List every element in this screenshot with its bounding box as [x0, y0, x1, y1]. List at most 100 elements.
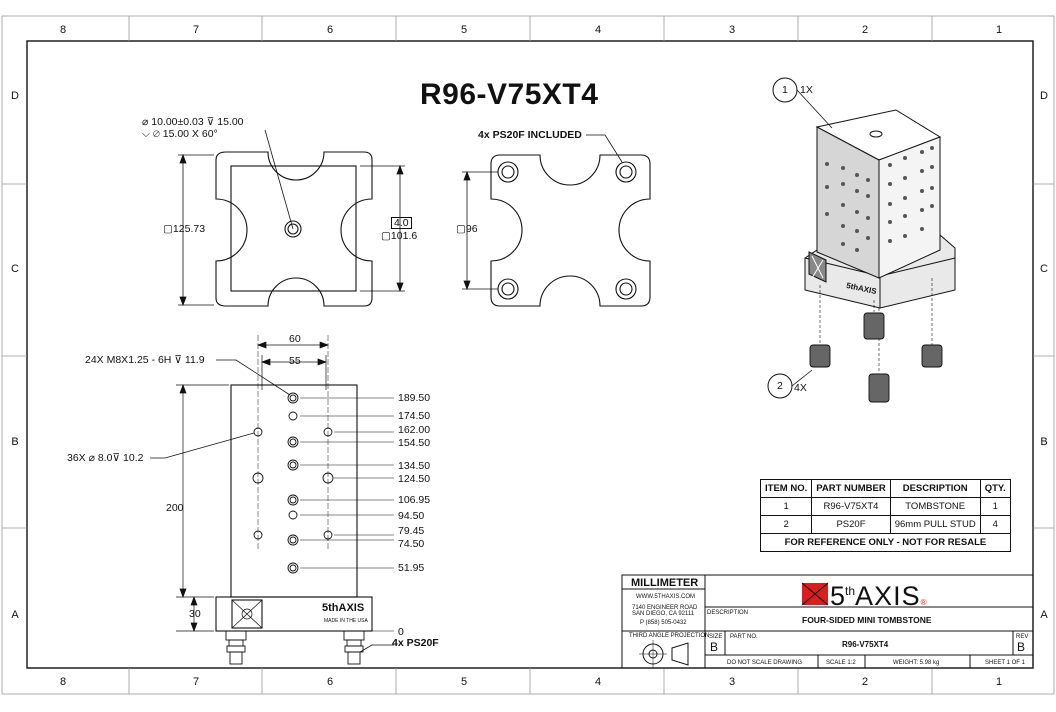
zone-col-1-bottom: 1 — [995, 676, 1003, 688]
logo-reg: ® — [920, 598, 927, 607]
ordinate-3: 154.50 — [398, 437, 431, 449]
weight-value: WEIGHT: 5.98 kg — [893, 660, 940, 666]
dim-101-6-label: ▢101.6 — [381, 230, 418, 242]
zone-col-7-bottom: 7 — [192, 676, 200, 688]
part-no-label: PART NO. — [730, 634, 758, 640]
dim-60-label: 60 — [289, 333, 301, 345]
address-line2: SAN DIEGO, CA 92111 — [632, 611, 695, 617]
ps20f-callout: 4x PS20F INCLUDED — [478, 129, 582, 141]
zone-col-2: 2 — [861, 24, 869, 36]
dim-125-73 — [178, 153, 214, 307]
bom-cell: 2 — [759, 515, 813, 534]
iso-pull-studs — [809, 312, 943, 403]
top-view-pull-studs — [490, 134, 651, 307]
hole-callout-line1: ⌀ 10.00±0.03 ⊽ 15.00 — [142, 116, 244, 128]
part-no-value: R96-V75XT4 — [842, 640, 889, 649]
website: WWW.5THAXIS.COM — [636, 594, 695, 600]
dim-55-label: 55 — [289, 355, 301, 367]
zone-col-3-bottom: 3 — [728, 676, 736, 688]
dim-60-55 — [257, 341, 329, 390]
bom-cell: 1 — [979, 497, 1011, 516]
ordinate-5: 124.50 — [398, 473, 431, 485]
dim-96 — [462, 170, 498, 291]
zone-row-b-right: B — [1040, 436, 1048, 448]
dim-125-73-label: ▢125.73 — [163, 223, 206, 235]
zone-col-1: 1 — [995, 24, 1003, 36]
zone-col-8: 8 — [59, 24, 67, 36]
bom-header-row: ITEM NO. PART NUMBER DESCRIPTION QTY. — [759, 479, 1011, 498]
zone-col-4: 4 — [594, 24, 602, 36]
phone: P (858) 505-0432 — [640, 620, 687, 626]
zone-ticks — [2, 16, 1054, 694]
zone-row-d: D — [11, 90, 19, 102]
bom-row: 1 R96-V75XT4 TOMBSTONE 1 — [759, 497, 1011, 516]
pull-stud-label: 4x PS20F — [392, 637, 439, 649]
projection-label: THIRD ANGLE PROJECTION — [629, 633, 710, 639]
dim-4-label: 4.0 — [391, 217, 412, 229]
ordinate-9: 74.50 — [398, 538, 425, 550]
logo-th: th — [845, 584, 856, 598]
scale-value: SCALE 1:2 — [826, 660, 856, 666]
top-view-tombstone — [215, 129, 373, 307]
ordinate-7: 94.50 — [398, 510, 425, 522]
zone-col-7: 7 — [192, 24, 200, 36]
address-line1: 7140 ENGINEER ROAD — [632, 605, 698, 611]
bom-cell: PS20F — [811, 515, 891, 534]
ordinate-2: 162.00 — [398, 424, 431, 436]
zone-row-a-right: A — [1040, 609, 1048, 621]
ordinate-8: 79.45 — [398, 525, 425, 537]
zone-col-8-bottom: 8 — [59, 676, 67, 688]
bom-cell: TOMBSTONE — [889, 497, 981, 516]
front-pull-stud-left — [225, 630, 247, 665]
zone-col-3: 3 — [728, 24, 736, 36]
balloon-2: 2 — [777, 380, 783, 392]
company-logo: 5thAXIS® — [830, 576, 926, 618]
balloon-2-qty: 4X — [794, 382, 807, 394]
zone-col-4-bottom: 4 — [594, 676, 602, 688]
front-pull-stud-right — [343, 630, 365, 665]
tapped-hole-callout: 24X M8X1.25 - 6H ⊽ 11.9 — [85, 354, 205, 366]
rev-label: REV — [1016, 634, 1029, 640]
zone-col-6: 6 — [326, 24, 334, 36]
zone-row-b: B — [11, 436, 19, 448]
description-value: FOUR-SIDED MINI TOMBSTONE — [802, 615, 932, 625]
ordinate-4: 134.50 — [398, 460, 431, 472]
iso-view-tombstone — [767, 77, 956, 403]
zone-col-5-bottom: 5 — [460, 676, 468, 688]
bill-of-materials: ITEM NO. PART NUMBER DESCRIPTION QTY. 1 … — [759, 479, 1011, 552]
dim-200-30 — [176, 384, 229, 632]
hole-callout-line2: ⌵ ⌀ 15.00 X 60° — [142, 128, 218, 140]
bom-header: ITEM NO. — [759, 479, 813, 498]
front-logo: 5thAXIS — [322, 602, 365, 614]
logo-five: 5 — [830, 581, 846, 611]
bom-header: QTY. — [979, 479, 1011, 498]
zone-row-d-right: D — [1040, 90, 1048, 102]
size-label: SIZE — [709, 634, 723, 640]
bom-footer: FOR REFERENCE ONLY - NOT FOR RESALE — [760, 533, 1011, 552]
balloon-1-qty: 1X — [800, 84, 813, 96]
zone-col-2-bottom: 2 — [861, 676, 869, 688]
bom-footer-row: FOR REFERENCE ONLY - NOT FOR RESALE — [760, 533, 1011, 552]
zone-row-a: A — [11, 609, 19, 621]
zone-col-5: 5 — [460, 24, 468, 36]
rev-value: B — [1017, 640, 1026, 654]
dim-96-label: ▢96 — [456, 223, 478, 235]
ordinate-11: 0 — [398, 626, 404, 638]
dim-200-label: 200 — [166, 502, 184, 514]
bom-row: 2 PS20F 96mm PULL STUD 4 — [759, 515, 1011, 534]
bom-cell: 4 — [979, 515, 1011, 534]
description-label: DESCRIPTION — [707, 610, 749, 616]
bom-header: PART NUMBER — [811, 479, 891, 498]
ordinate-10: 51.95 — [398, 562, 425, 574]
dim-30-label: 30 — [189, 608, 201, 620]
ordinate-0: 189.50 — [398, 392, 431, 404]
zone-row-c: C — [11, 263, 19, 275]
logo-axis: AXIS — [855, 581, 921, 611]
front-view-tombstone — [150, 335, 394, 665]
zone-col-6-bottom: 6 — [326, 676, 334, 688]
bom-cell: R96-V75XT4 — [811, 497, 891, 516]
ordinate-1: 174.50 — [398, 410, 431, 422]
drawing-title: R96-V75XT4 — [420, 78, 599, 111]
ordinate-6: 106.95 — [398, 494, 431, 506]
